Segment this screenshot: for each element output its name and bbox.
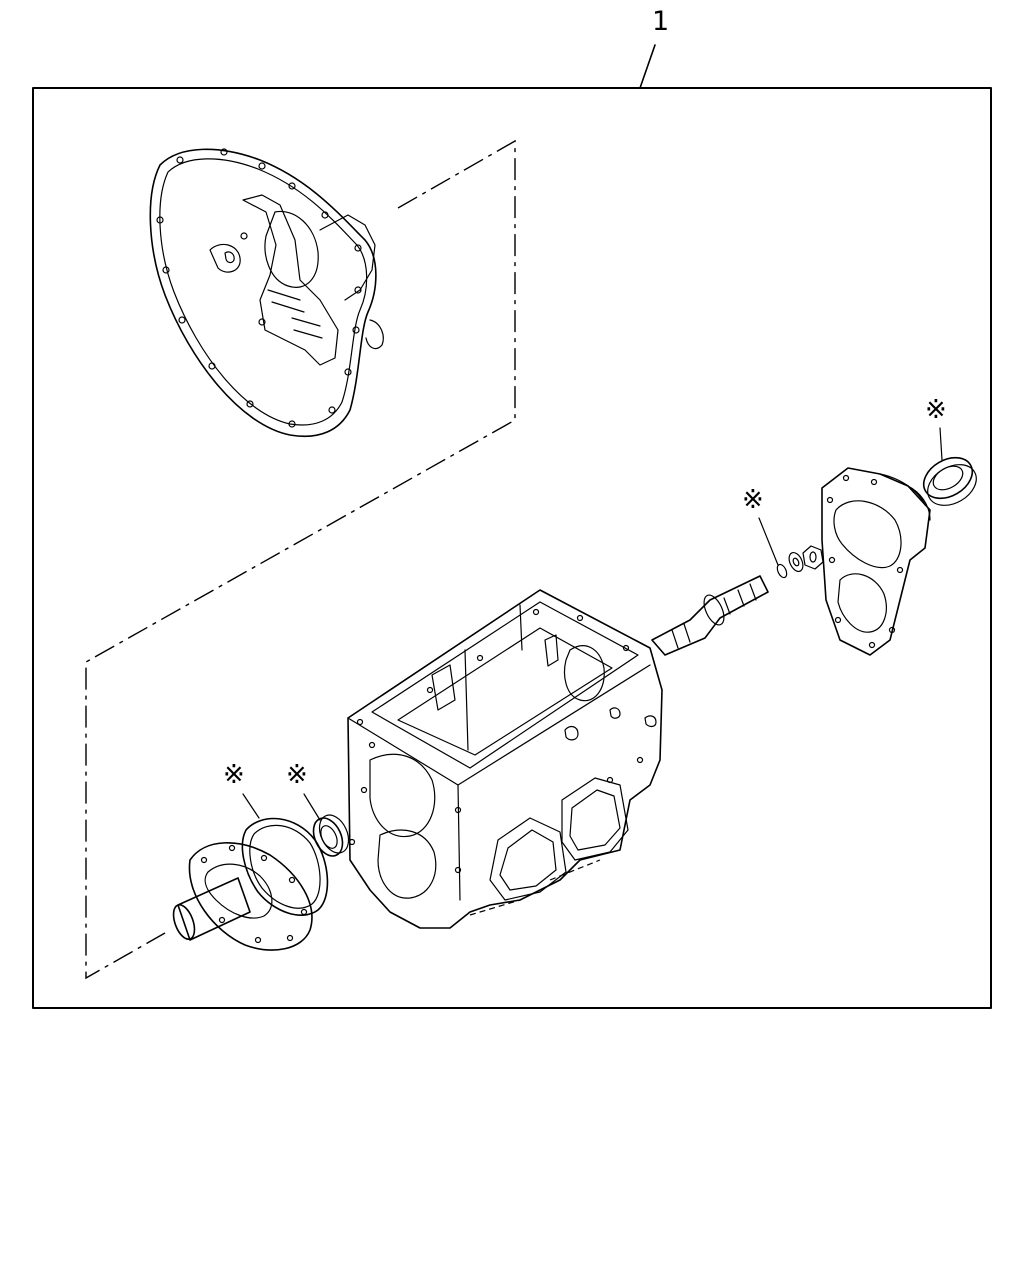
clutch-housing-gasket — [149, 148, 384, 437]
transmission-case — [347, 589, 663, 929]
leader-line — [939, 427, 943, 461]
front-cover-gasket — [241, 817, 329, 916]
o-ring — [776, 563, 788, 579]
nut — [802, 545, 824, 570]
main-shaft — [651, 575, 769, 656]
asterisk-marker: ※ — [742, 485, 764, 515]
assembly-reference-line — [85, 139, 516, 980]
asterisk-marker: ※ — [286, 760, 308, 790]
input-shaft — [172, 877, 251, 941]
washer — [788, 551, 804, 573]
callout-label: 1 — [652, 6, 669, 37]
leader-line — [242, 793, 260, 819]
rear-cover — [821, 467, 931, 656]
leader-line — [758, 517, 779, 566]
rear-oil-seal — [922, 456, 977, 506]
asterisk-marker: ※ — [223, 760, 245, 790]
callout-leader-line — [639, 44, 656, 89]
leader-line — [303, 793, 321, 821]
asterisk-marker: ※ — [925, 395, 947, 425]
kit-boundary-frame — [32, 87, 992, 1009]
